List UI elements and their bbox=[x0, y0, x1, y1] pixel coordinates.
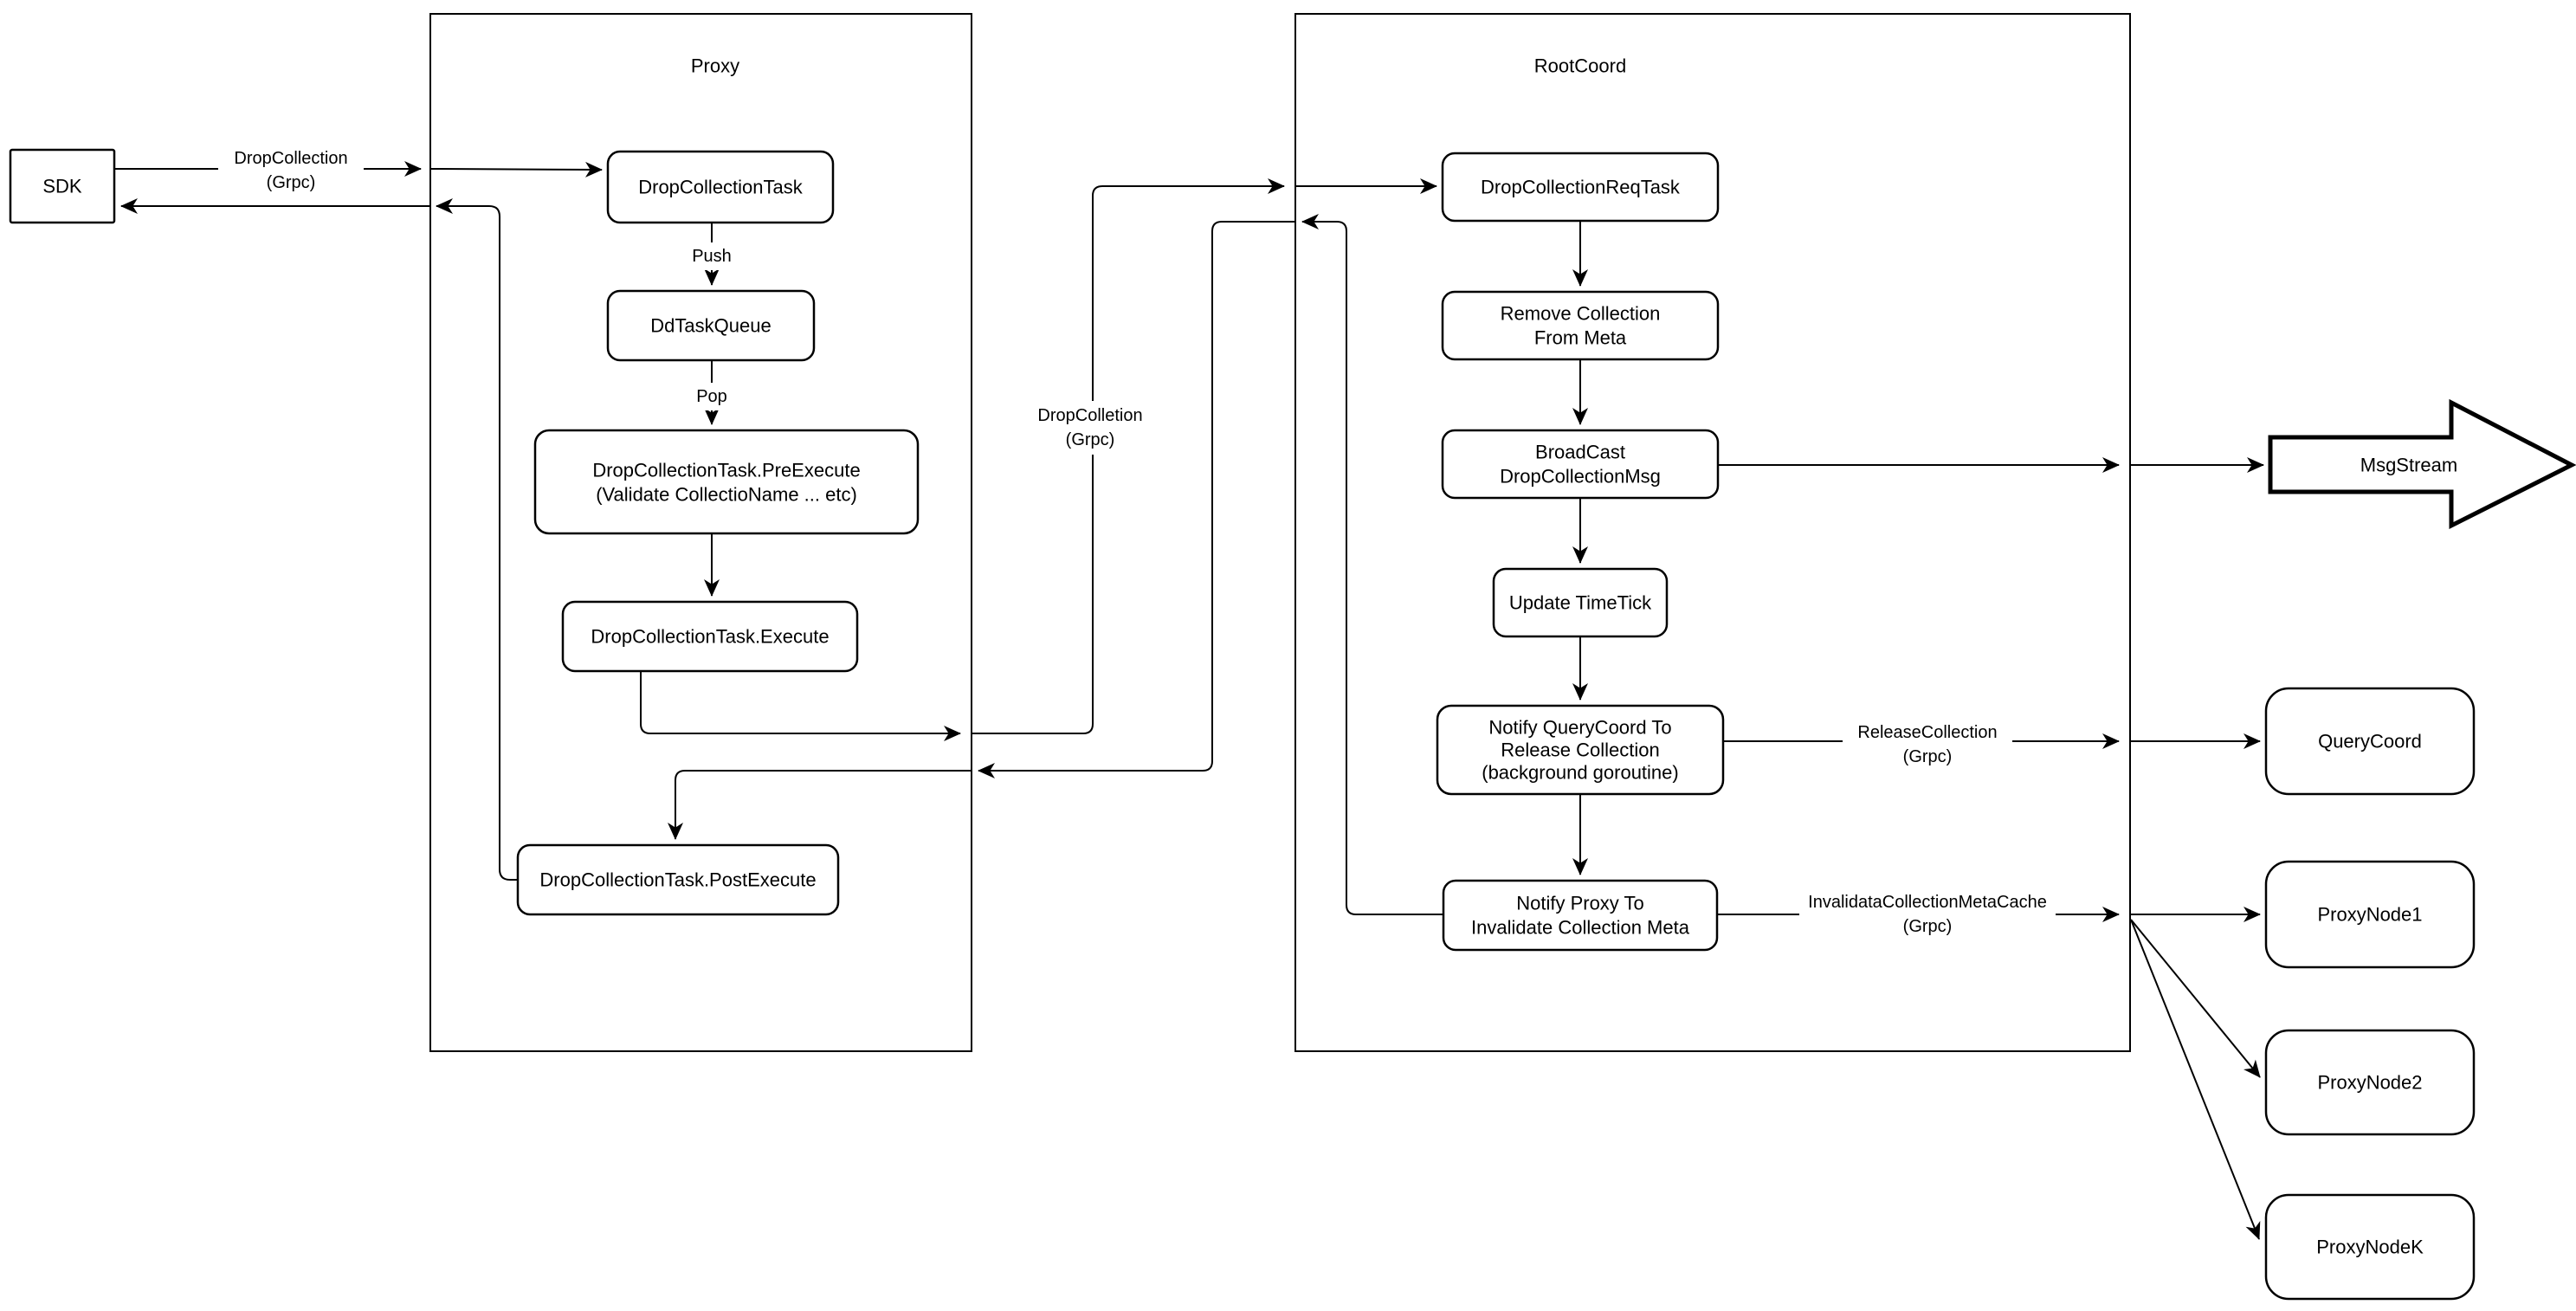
edge-rootcoord-border-return-to-proxy-border bbox=[978, 221, 1295, 778]
node-notifyquerycoord-label-line1: Notify QueryCoord To bbox=[1488, 717, 1671, 739]
node-preexecute-label-line2: (Validate CollectioName ... etc) bbox=[596, 484, 857, 506]
node-broadcast-label-line2: DropCollectionMsg bbox=[1500, 466, 1661, 488]
label-bg-releasecollection bbox=[1843, 718, 2012, 770]
edge-label-invalidatacollectionmetacache-line2: (Grpc) bbox=[1903, 917, 1953, 936]
rootcoord-container bbox=[1294, 13, 2131, 1052]
node-execute bbox=[561, 600, 859, 673]
node-proxynode2-label: ProxyNode2 bbox=[2317, 1072, 2422, 1094]
edge-label-releasecollection-line1: ReleaseCollection bbox=[1857, 723, 1997, 742]
node-dropcollectionreqtask-label: DropCollectionReqTask bbox=[1481, 177, 1681, 198]
node-dropcollectiontask-label: DropCollectionTask bbox=[638, 177, 804, 198]
node-ddtaskqueue-label: DdTaskQueue bbox=[650, 315, 771, 337]
label-bg-pop bbox=[684, 383, 739, 410]
node-updatetimetick-label: Update TimeTick bbox=[1509, 592, 1652, 614]
edge-label-dropcolletion-grpc-line2: (Grpc) bbox=[1066, 430, 1115, 449]
proxy-container bbox=[429, 13, 972, 1052]
node-proxynodek bbox=[2264, 1193, 2476, 1301]
node-proxynodek-label: ProxyNodeK bbox=[2316, 1237, 2424, 1258]
edge-proxy-border-to-postexecute bbox=[668, 770, 972, 840]
edge-proxy-border-to-dropcollectiontask bbox=[429, 161, 603, 178]
node-proxynode1 bbox=[2264, 860, 2476, 969]
label-bg-dropcolletion-grpc bbox=[1020, 401, 1160, 455]
node-notifyquerycoord-label-line2: Release Collection bbox=[1501, 739, 1659, 761]
node-removecollection-label-line1: Remove Collection bbox=[1501, 303, 1661, 325]
label-bg-dropcollection-grpc bbox=[218, 144, 364, 196]
edge-postexecute-return-to-proxy-border bbox=[436, 198, 518, 881]
edge-execute-to-proxy-border bbox=[640, 671, 961, 741]
node-execute-label: DropCollectionTask.Execute bbox=[591, 626, 829, 648]
node-notifyproxy-label-line2: Invalidate Collection Meta bbox=[1471, 917, 1690, 939]
node-postexecute-label: DropCollectionTask.PostExecute bbox=[539, 869, 816, 891]
edge-label-push: Push bbox=[692, 247, 732, 266]
node-proxynode2 bbox=[2264, 1029, 2476, 1136]
rootcoord-container-title: RootCoord bbox=[1534, 55, 1626, 77]
edges bbox=[114, 161, 2264, 1240]
node-notifyproxy bbox=[1442, 879, 1719, 952]
edge-fanout-to-proxynodek bbox=[2130, 919, 2261, 1240]
node-notifyquerycoord-label-line3: (background goroutine) bbox=[1482, 762, 1678, 784]
edge-label-dropcollection-grpc-line1: DropCollection bbox=[234, 149, 347, 168]
node-proxynode1-label: ProxyNode1 bbox=[2317, 904, 2422, 926]
node-broadcast-label-line1: BroadCast bbox=[1535, 442, 1625, 463]
nodes: SDK DropCollectionTask DdTaskQueue DropC… bbox=[9, 148, 2576, 1301]
node-preexecute-label-line1: DropCollectionTask.PreExecute bbox=[592, 460, 860, 481]
node-querycoord bbox=[2264, 687, 2476, 796]
edge-label-releasecollection-line2: (Grpc) bbox=[1903, 747, 1953, 766]
node-dropcollectiontask bbox=[606, 150, 835, 224]
edge-label-invalidatacollectionmetacache-line1: InvalidataCollectionMetaCache bbox=[1808, 893, 2047, 912]
label-bg-invalidatacollectionmetacache bbox=[1799, 891, 2056, 943]
edge-label-dropcollection-grpc-line2: (Grpc) bbox=[267, 173, 316, 192]
edge-fanout-to-proxynode2 bbox=[2130, 919, 2261, 1078]
edge-proxy-border-to-rootcoord-border bbox=[972, 178, 1285, 734]
node-sdk bbox=[9, 148, 116, 224]
node-removecollection bbox=[1441, 290, 1720, 361]
node-ddtaskqueue bbox=[606, 289, 816, 362]
node-notifyquerycoord bbox=[1436, 704, 1725, 796]
edge-notifyproxy-return-to-rootcoord-border bbox=[1301, 214, 1443, 915]
node-broadcast bbox=[1441, 429, 1720, 500]
node-preexecute bbox=[533, 429, 920, 535]
node-msgstream-block-arrow bbox=[2268, 398, 2576, 530]
edge-label-dropcolletion-grpc-line1: DropColletion bbox=[1037, 406, 1142, 425]
edge-label-pop: Pop bbox=[696, 387, 727, 406]
label-bg-push bbox=[681, 242, 743, 270]
node-postexecute bbox=[516, 843, 840, 916]
edge-labels: DropCollection (Grpc) Push Pop DropColle… bbox=[218, 144, 2056, 943]
proxy-container-title: Proxy bbox=[691, 55, 739, 77]
node-dropcollectionreqtask bbox=[1441, 152, 1720, 223]
node-notifyproxy-label-line1: Notify Proxy To bbox=[1516, 893, 1644, 914]
node-removecollection-label-line2: From Meta bbox=[1534, 327, 1627, 349]
node-querycoord-label: QueryCoord bbox=[2318, 731, 2422, 752]
node-msgstream-label: MsgStream bbox=[2360, 455, 2457, 476]
node-updatetimetick bbox=[1492, 567, 1669, 638]
node-sdk-label: SDK bbox=[42, 176, 82, 197]
